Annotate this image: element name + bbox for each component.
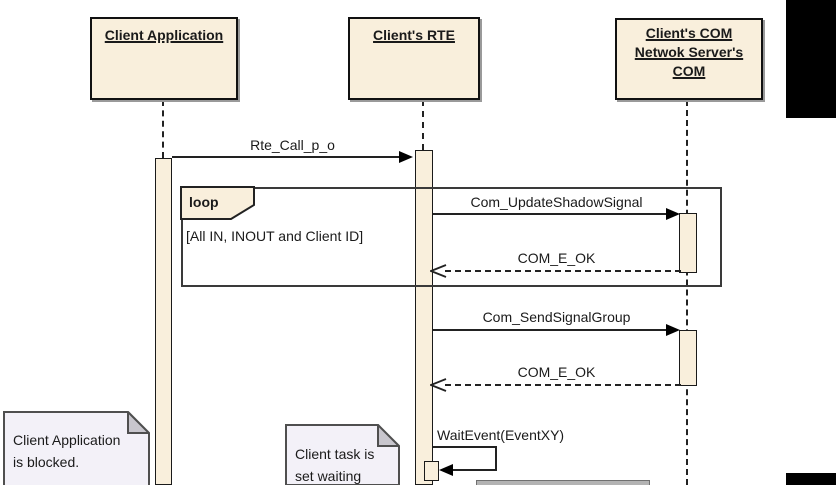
participant-clients-rte: Client's RTE [348,17,480,100]
note-task-waiting-text: Client task is set waiting [295,443,374,485]
lifeline-client-application [162,100,164,158]
activation-wait-event-nested [424,461,439,481]
participant-label: Client's RTE [373,27,455,43]
message-line-rte-call [172,156,399,158]
participant-label-line1: Client's COM [645,25,733,41]
lifeline-clients-com [686,100,688,485]
open-arrowhead-com-e-ok-2 [430,378,447,392]
self-message-top-line [433,446,497,448]
note-line: set waiting [295,468,362,484]
participant-clients-com: Client's COM Netwok Server's COM [615,18,763,100]
activation-com-send [679,330,697,386]
message-label-com-e-ok-1: COM_E_OK [517,250,596,266]
activation-com-update [679,213,697,273]
note-client-blocked-text: Client Application is blocked. [13,429,120,473]
message-label-wait-event: WaitEvent(EventXY) [437,427,565,443]
lifeline-clients-rte [422,100,424,150]
loop-guard-condition: [All IN, INOUT and Client ID] [186,228,364,244]
note-line: is blocked. [13,454,80,470]
note-line: Client Application [13,432,121,448]
loop-fragment-frame [181,187,722,287]
participant-label: Client Application [104,27,224,43]
message-label-com-send: Com_SendSignalGroup [482,309,631,325]
redaction-bar-top-right [786,0,836,118]
note-task-waiting-shape [285,424,400,485]
arrowhead-rte-call [399,151,413,163]
cropped-gray-box-edge [476,480,650,485]
loop-operator-label: loop [189,194,219,210]
participant-label-line3: COM [672,63,706,79]
message-line-com-update [433,213,666,215]
loop-operator-pentagon [180,186,255,220]
self-message-bottom-line [451,469,497,471]
message-line-com-e-ok-1 [445,270,681,272]
message-line-com-send [433,329,666,331]
self-message-vertical-line [495,446,497,470]
activation-client-application [155,158,172,485]
arrowhead-com-update [666,208,680,220]
arrowhead-wait-event [439,464,453,476]
participant-client-application: Client Application [90,17,238,100]
arrowhead-com-send [666,324,680,336]
participant-label-line2: Netwok Server's [634,44,744,60]
message-line-com-e-ok-2 [445,384,681,386]
note-line: Client task is [295,446,375,462]
message-label-com-update: Com_UpdateShadowSignal [470,194,643,210]
note-client-blocked-shape [3,411,150,485]
open-arrowhead-com-e-ok-1 [430,264,447,278]
redaction-bar-bottom-right [786,473,836,485]
message-label-com-e-ok-2: COM_E_OK [517,364,596,380]
message-label-rte-call: Rte_Call_p_o [250,137,335,153]
